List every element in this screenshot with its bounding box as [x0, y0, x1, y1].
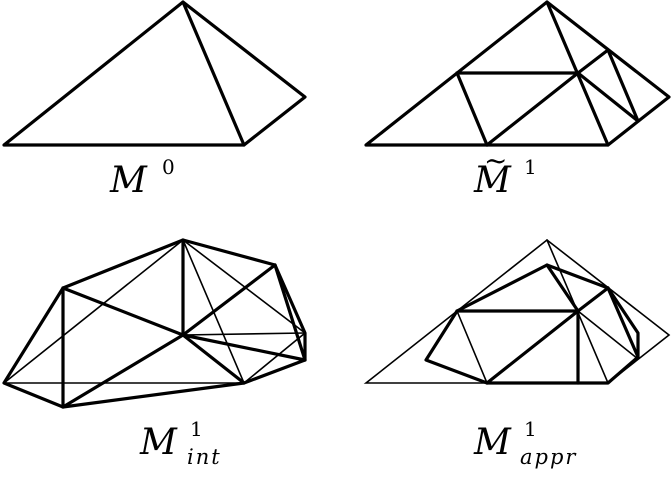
mesh-m1-appr-thin-edge: [456, 310, 488, 384]
mesh-m1-int-thin-edge: [182, 239, 245, 384]
mesh-m1-int-thin-edge: [274, 264, 306, 334]
mesh-m1-tilde-edge: [606, 48, 640, 123]
mesh-m1-tilde-edge: [455, 71, 489, 147]
mesh-m1-appr: [424, 263, 640, 385]
panel-m0: M 0: [2, 0, 307, 201]
label-m1-int-main: M: [139, 422, 178, 463]
mesh-m1-int-thin-edge: [243, 332, 306, 384]
mesh-m1-int-edge: [181, 263, 277, 337]
panel-m1-appr: M 1 appr: [363, 238, 671, 469]
mesh-m1-int-edge: [61, 333, 185, 409]
mesh-m1-tilde-edge: [576, 71, 640, 123]
mesh-m0: [2, 0, 307, 147]
mesh-m1-appr-outline: [424, 263, 640, 385]
label-m1-int-sub: int: [187, 445, 222, 469]
mesh-m1-int-thin-edge: [3, 239, 184, 384]
label-m0-main: M: [109, 160, 148, 201]
panel-m1-int: M 1 int: [2, 238, 307, 469]
mesh-m1-int-edge: [61, 286, 185, 337]
label-m1-appr-sup: 1: [524, 417, 537, 441]
mesh-m1-int: [2, 238, 307, 409]
mesh-m1-tilde-edge: [576, 48, 610, 75]
mesh-m1-appr-edge: [576, 286, 610, 313]
mesh-m1-int-edge: [273, 263, 307, 362]
mesh-m0-outline: [2, 0, 307, 147]
mesh-m1-int-edge: [181, 333, 307, 362]
label-m1-tilde-mark: ~: [484, 144, 507, 177]
label-m1-tilde-sup: 1: [524, 155, 537, 179]
label-m1-appr-main: M: [473, 422, 512, 463]
mesh-m1-appr-edge: [606, 286, 640, 359]
mesh-m1-int-thin-edge: [182, 239, 306, 334]
mesh-m1-appr-edge: [545, 263, 580, 313]
label-m1-int-sup: 1: [190, 417, 203, 441]
mesh-m1-int-edge: [181, 333, 246, 385]
mesh-m1-int-thin-edge: [182, 332, 306, 336]
mesh-m1-tilde-edge: [485, 71, 580, 147]
mesh-m1-appr-edge: [485, 309, 580, 385]
panel-m1-tilde: M ~ 1: [364, 0, 671, 201]
label-m0-sup: 0: [162, 155, 175, 179]
label-m1-appr-sub: appr: [520, 445, 577, 469]
label-m1-tilde-main: M: [473, 160, 512, 201]
mesh-m1-appr-thin-edge: [577, 310, 639, 360]
mesh-m1-tilde-outline: [364, 0, 671, 147]
mesh-m0-diagonal: [181, 0, 246, 147]
mesh-m1-tilde: [364, 0, 671, 147]
